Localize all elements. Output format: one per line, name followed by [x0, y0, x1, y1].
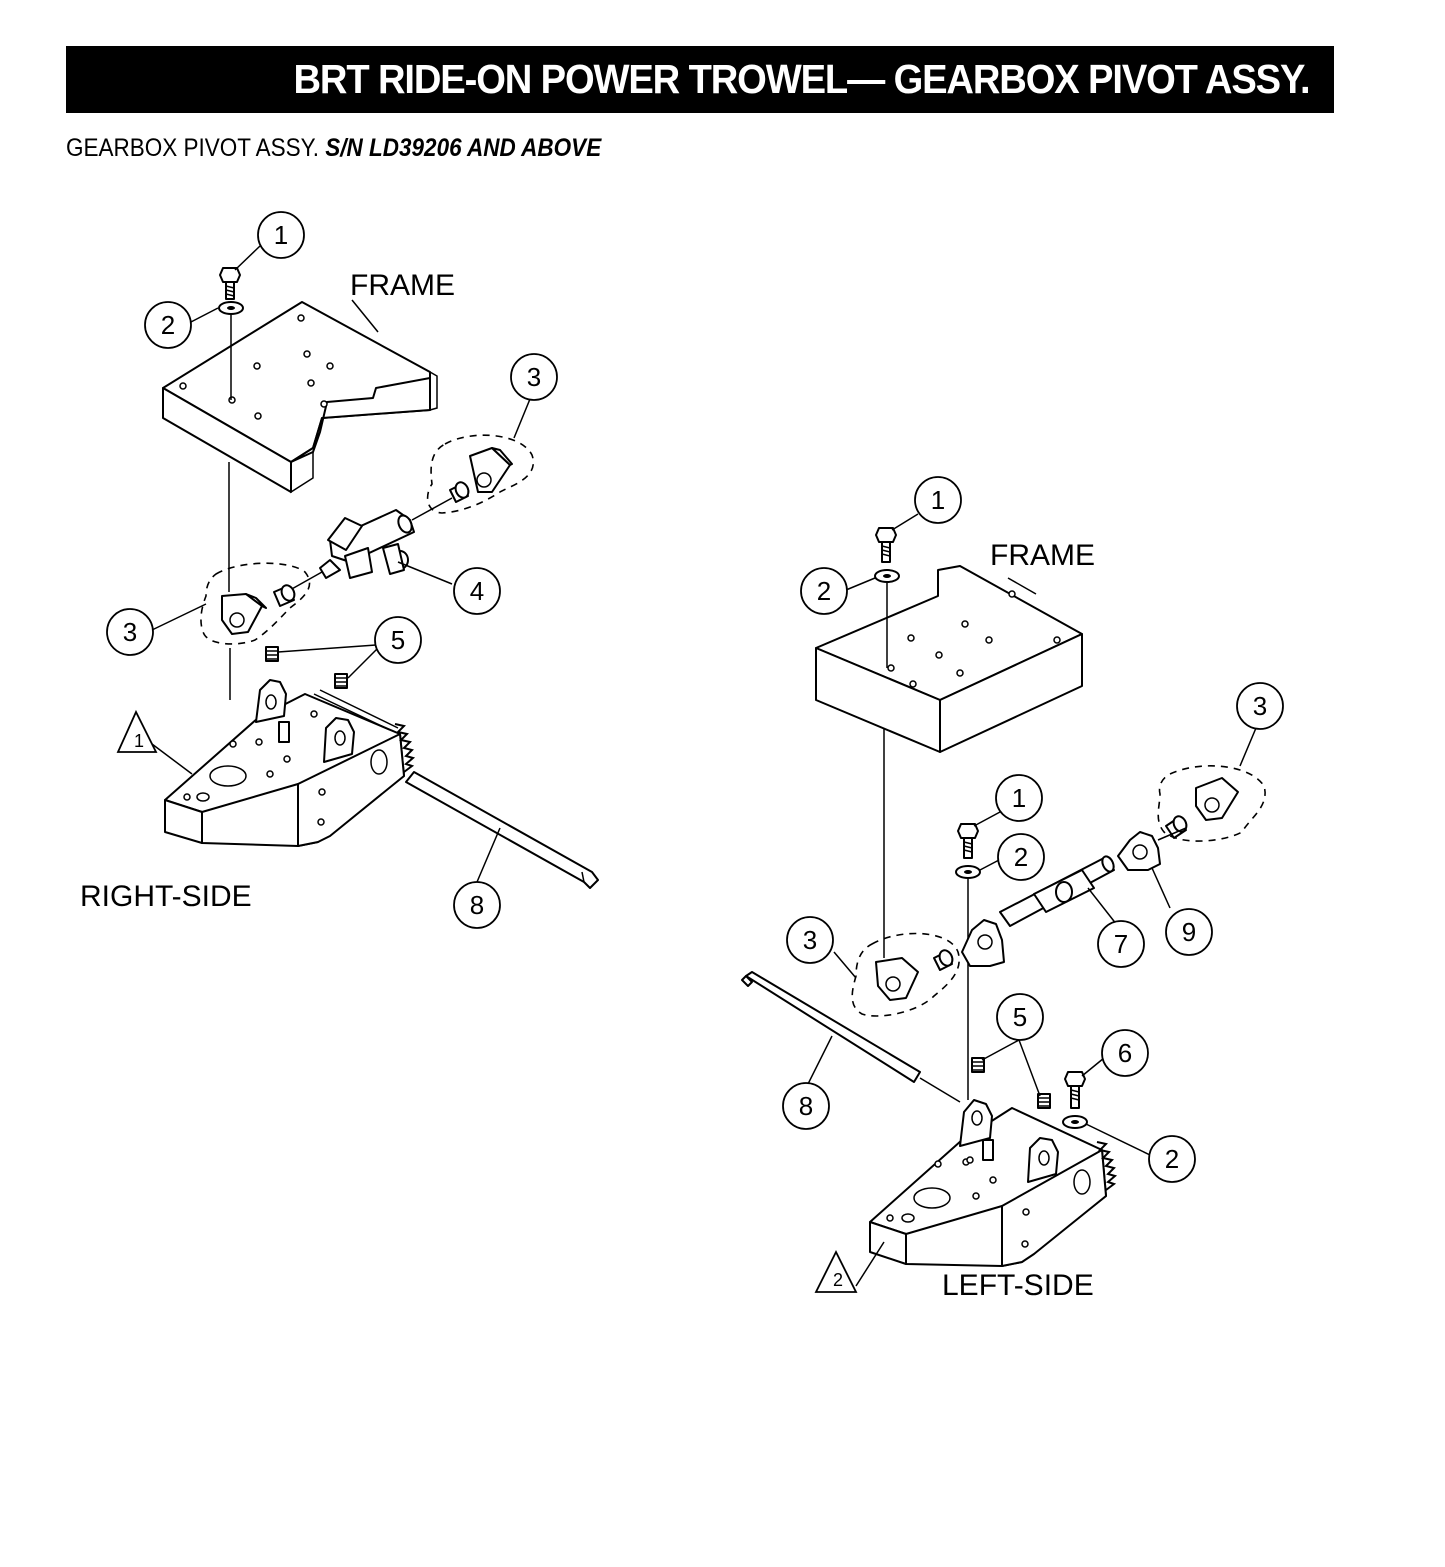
left-gearbox-body	[869, 1099, 1118, 1267]
callout-2-left-mid: 2	[997, 833, 1045, 881]
svg-text:1: 1	[1012, 783, 1026, 813]
svg-text:2: 2	[833, 1270, 843, 1290]
svg-text:3: 3	[803, 925, 817, 955]
svg-text:4: 4	[470, 576, 484, 606]
right-grease-fitting-a	[265, 646, 279, 662]
svg-text:3: 3	[527, 362, 541, 392]
note-triangle-1: 1	[116, 709, 158, 753]
callout-8-right: 8	[453, 881, 501, 929]
svg-text:8: 8	[470, 890, 484, 920]
left-bushing-left	[933, 949, 954, 971]
callout-5-right: 5	[374, 616, 422, 664]
svg-text:3: 3	[123, 617, 137, 647]
callout-1-right: 1	[257, 211, 305, 259]
svg-text:1: 1	[274, 220, 288, 250]
subtitle-prefix: GEARBOX PIVOT ASSY.	[66, 134, 320, 162]
left-side-assembly	[741, 527, 1266, 1267]
subtitle: GEARBOX PIVOT ASSY. S/N LD39206 AND ABOV…	[66, 134, 601, 163]
left-washer-6	[1062, 1115, 1088, 1129]
leader-lines	[151, 245, 1257, 1287]
callout-2-left-bottom: 2	[1148, 1135, 1196, 1183]
left-bolt-6	[1064, 1071, 1086, 1109]
left-frame-block	[815, 565, 1083, 753]
left-side-label: LEFT-SIDE	[942, 1269, 1094, 1302]
right-pivot-bracket-lower	[221, 593, 267, 635]
svg-text:2: 2	[1165, 1144, 1179, 1174]
callout-1-left-mid: 1	[995, 774, 1043, 822]
callout-7-left: 7	[1097, 920, 1145, 968]
left-washer-top	[874, 569, 900, 583]
right-grease-fitting-b	[334, 673, 348, 689]
right-gearbox-body	[164, 679, 416, 847]
svg-text:1: 1	[134, 731, 144, 751]
callout-3-right-upper: 3	[510, 353, 558, 401]
callout-1-left-top: 1	[914, 476, 962, 524]
svg-text:2: 2	[161, 310, 175, 340]
svg-text:2: 2	[817, 576, 831, 606]
svg-text:1: 1	[931, 485, 945, 515]
left-shaft	[741, 971, 961, 1103]
right-bolt	[219, 267, 241, 300]
right-side-label: RIGHT-SIDE	[80, 880, 252, 913]
left-pivot-shaft-7	[999, 855, 1115, 927]
callout-3-left-left: 3	[786, 916, 834, 964]
right-bushing-lower	[273, 584, 296, 607]
callout-3-right-lower: 3	[106, 608, 154, 656]
svg-text:6: 6	[1118, 1038, 1132, 1068]
left-pivot-bracket-right	[1195, 777, 1239, 821]
right-shaft	[405, 771, 599, 889]
frame-label-right: FRAME	[350, 269, 455, 302]
svg-text:2: 2	[1014, 842, 1028, 872]
right-bushing-upper	[449, 481, 470, 503]
left-grease-fitting-a	[971, 1057, 985, 1073]
svg-text:3: 3	[1253, 691, 1267, 721]
callout-3-left-right: 3	[1236, 682, 1284, 730]
callout-2-left-top: 2	[800, 567, 848, 615]
left-washer-mid	[955, 865, 981, 879]
left-bushing-right	[1165, 815, 1188, 839]
right-side-assembly	[162, 267, 599, 889]
left-bolt-mid	[957, 823, 979, 859]
left-pillow-block	[961, 919, 1005, 967]
callout-6-left: 6	[1101, 1029, 1149, 1077]
svg-text:9: 9	[1182, 917, 1196, 947]
right-frame-plate	[162, 301, 438, 494]
svg-text:7: 7	[1114, 929, 1128, 959]
left-bolt-top	[875, 527, 897, 563]
svg-text:5: 5	[1013, 1002, 1027, 1032]
right-pivot-bracket-upper	[469, 447, 513, 493]
frame-label-left: FRAME	[990, 539, 1095, 572]
serial-range: S/N LD39206 AND ABOVE	[325, 134, 602, 162]
svg-text:5: 5	[391, 625, 405, 655]
left-pillow-block-9	[1117, 831, 1161, 871]
callout-5-left: 5	[996, 993, 1044, 1041]
callout-2-right: 2	[144, 301, 192, 349]
callout-4-right: 4	[453, 567, 501, 615]
right-pivot-tee	[289, 497, 453, 591]
left-grease-fitting-b	[1037, 1093, 1051, 1109]
note-triangle-2: 2	[814, 1249, 858, 1293]
left-pivot-bracket-left	[875, 957, 919, 1001]
right-washer	[218, 301, 244, 315]
page-title: BRT RIDE-ON POWER TROWEL— GEARBOX PIVOT …	[293, 56, 1311, 102]
title-bar: BRT RIDE-ON POWER TROWEL— GEARBOX PIVOT …	[66, 46, 1334, 113]
callout-8-left: 8	[782, 1082, 830, 1130]
callout-9-left: 9	[1165, 908, 1213, 956]
svg-text:8: 8	[799, 1091, 813, 1121]
